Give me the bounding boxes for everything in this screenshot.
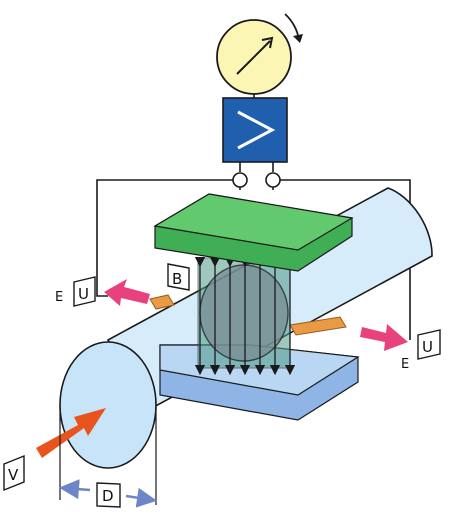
- velocity-arrow: [36, 408, 106, 458]
- b-label: B: [172, 270, 182, 288]
- d-label: D: [102, 487, 114, 505]
- right-e-label: E: [401, 357, 409, 372]
- left-u-label: U: [78, 285, 89, 303]
- v-box: V: [3, 454, 25, 492]
- magnetic-field-section: [197, 257, 291, 369]
- left-e-label: E: [55, 290, 63, 305]
- d-arrow-right: [125, 487, 157, 508]
- d-arrow-left: [59, 479, 91, 500]
- meter-dial-icon: [216, 19, 292, 95]
- field-lines: [194, 256, 296, 376]
- left-u-box: U: [73, 276, 96, 307]
- v-label: V: [8, 466, 19, 484]
- right-u-label: U: [422, 338, 433, 356]
- left-emf-arrow: [104, 279, 150, 306]
- d-box: D: [96, 482, 121, 508]
- b-box: B: [167, 263, 190, 291]
- right-u-box: U: [417, 329, 441, 360]
- rotation-arrow-head-icon: [293, 34, 303, 43]
- right-emf-arrow: [360, 324, 408, 351]
- amplifier-symbol-icon: [222, 97, 288, 163]
- top-magnet: [153, 193, 354, 272]
- pipe-inlet-face: [59, 341, 157, 469]
- amplifier-terminals: [232, 162, 281, 188]
